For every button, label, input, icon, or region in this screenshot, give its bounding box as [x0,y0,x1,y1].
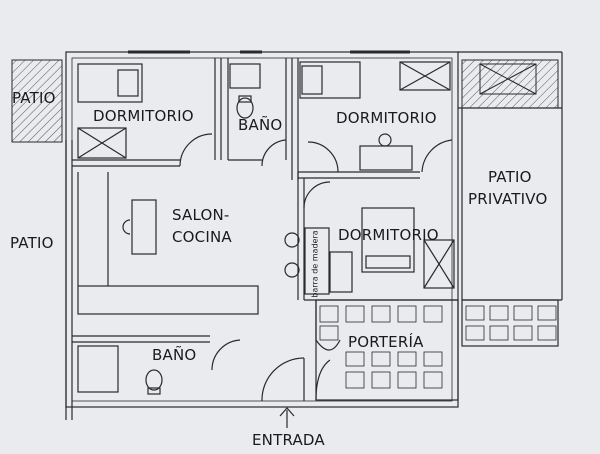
kitchen-counter [77,285,259,315]
room-label-dormitorio-3: DORMITORIO [338,226,439,244]
stool-icon [284,262,300,278]
bathtub-icon [77,345,119,393]
patio-privativo-hatched-area [461,59,559,109]
entrance-door-arc [261,357,305,402]
room-label-salon: SALON- [172,206,230,224]
wardrobe-icon [77,127,127,159]
bed-icon [361,207,415,273]
room-label-bano-2: BAÑO [152,346,197,364]
room-label-patio-left: PATIO [10,234,54,252]
room-label-patio-privativo-1: PATIO [488,168,532,186]
porteria-area [315,299,459,401]
door-arc [179,133,213,167]
room-label-dormitorio-1: DORMITORIO [93,107,194,125]
stool-icon [284,232,300,248]
arrow-up-icon [279,407,295,428]
room-label-patio-top: PATIO [12,89,56,107]
wardrobe-icon [399,61,451,91]
room-label-dormitorio-2: DORMITORIO [336,109,437,127]
bed-icon [77,63,143,103]
bar-counter [304,227,330,295]
toilet-icon [236,97,254,119]
entrance-label: ENTRADA [252,431,325,449]
room-label-bano-1: BAÑO [238,116,283,134]
exterior-tiles [465,305,557,341]
table-icon [131,199,157,255]
barra-label: barra de madera [310,230,320,298]
patio-hatched-area [11,59,63,143]
bed-icon [299,61,361,99]
desk-icon [359,145,413,171]
wardrobe-icon [423,239,455,289]
porteria-tiles [319,305,443,389]
room-label-patio-privativo-2: PRIVATIVO [468,190,548,208]
room-label-cocina: COCINA [172,228,232,246]
room-label-porteria: PORTERÍA [348,333,424,351]
toilet-icon [145,369,163,391]
